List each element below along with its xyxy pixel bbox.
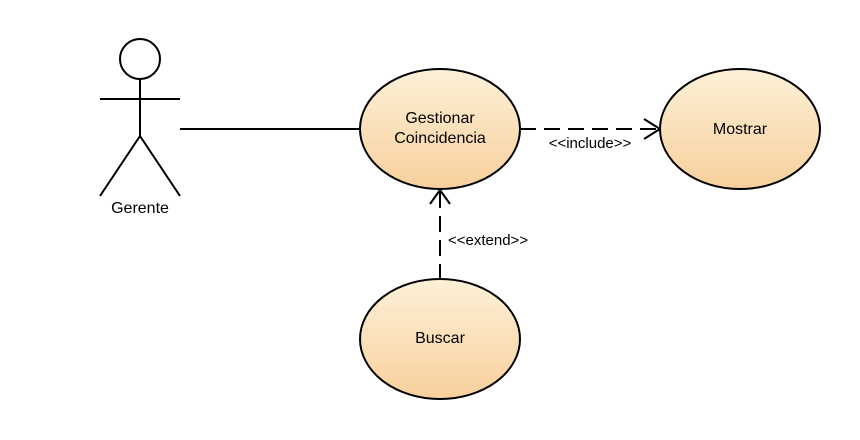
- actor-right-leg: [139, 135, 181, 197]
- usecase-label: Mostrar: [713, 121, 768, 138]
- usecase-label-line2: Coincidencia: [394, 130, 486, 147]
- usecase-buscar[interactable]: Buscar: [359, 278, 521, 400]
- usecase-ellipse: [659, 68, 821, 190]
- actor-label: Gerente: [111, 200, 169, 217]
- include-relation[interactable]: <<include>>: [520, 118, 662, 152]
- actor-left-leg: [99, 135, 141, 197]
- usecase-mostrar[interactable]: Mostrar: [659, 68, 821, 190]
- usecase-ellipse: [359, 278, 521, 400]
- extend-relation[interactable]: <<extend>>: [429, 188, 528, 280]
- usecase-ellipse: [359, 68, 521, 190]
- usecase-label-line1: Gestionar: [405, 110, 475, 127]
- include-label: <<include>>: [549, 135, 632, 152]
- usecase-gestionar-coincidencia[interactable]: Gestionar Coincidencia: [359, 68, 521, 190]
- usecase-label: Buscar: [415, 330, 465, 347]
- actor-head: [119, 38, 161, 80]
- extend-label: <<extend>>: [448, 232, 528, 249]
- actor-gerente[interactable]: Gerente: [99, 38, 181, 217]
